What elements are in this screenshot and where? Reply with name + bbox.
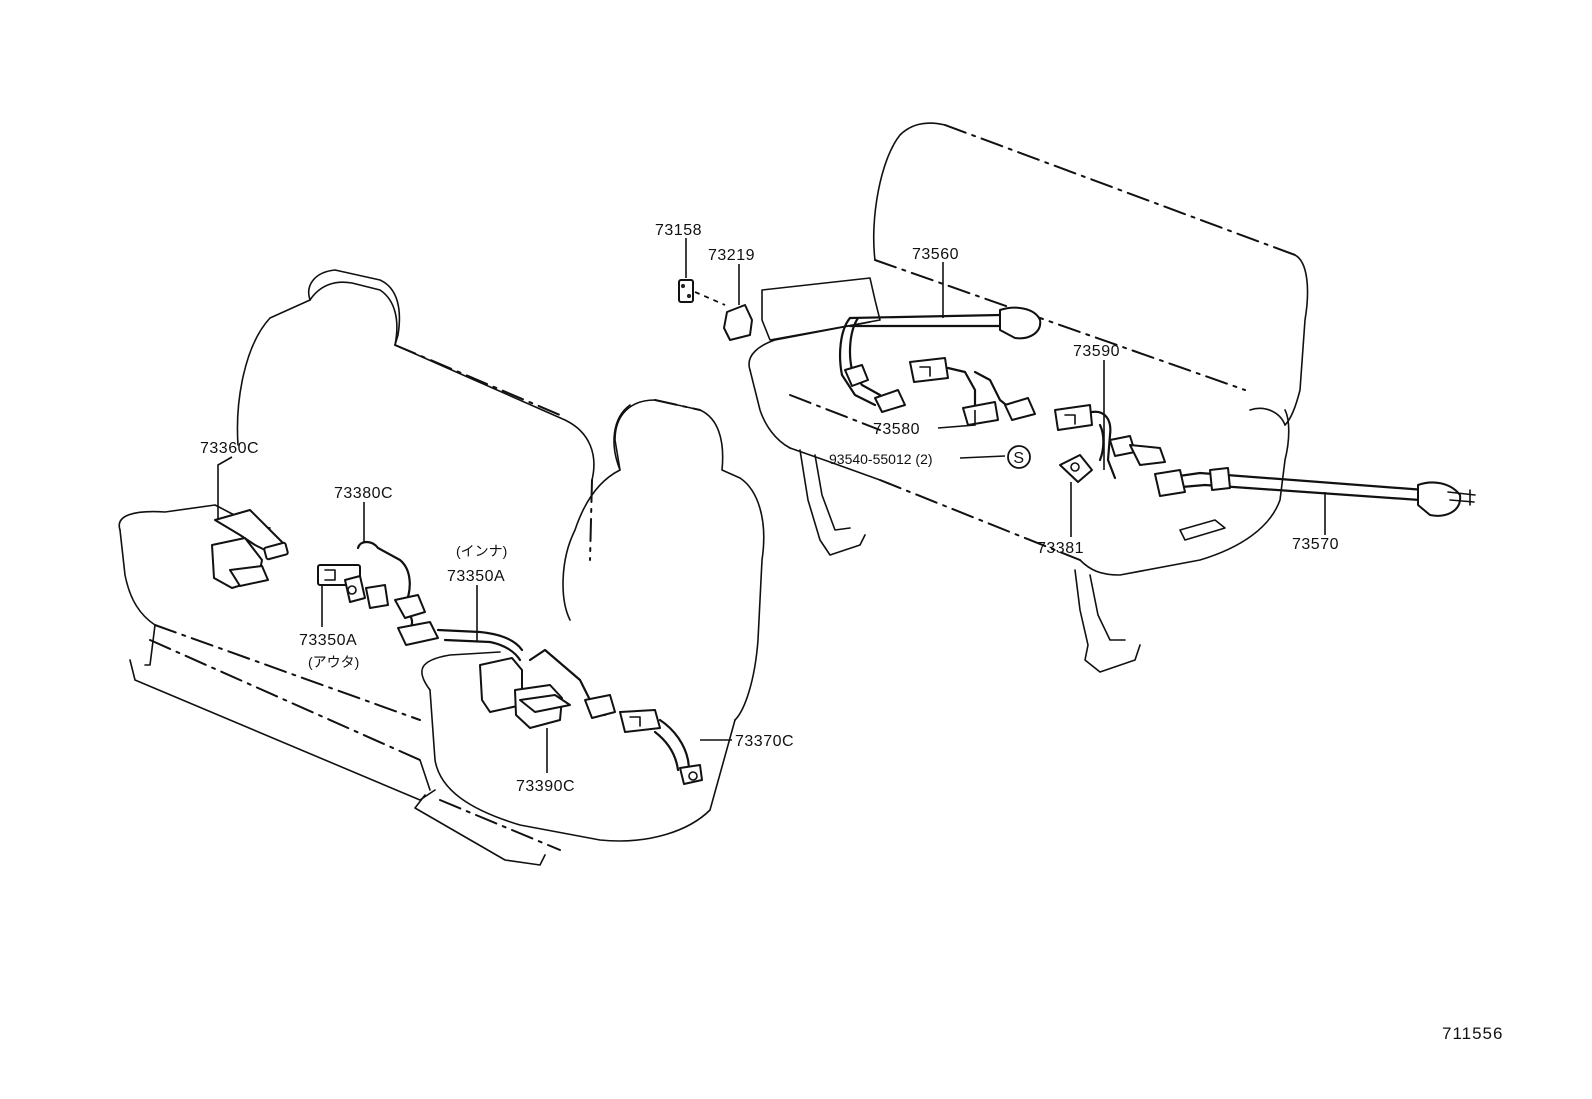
diagram-code: 711556 [1442, 1024, 1503, 1043]
label-73219: 73219 [708, 247, 755, 264]
part-73219-cover [723, 304, 753, 341]
right-belt-hardware [678, 279, 1476, 517]
label-inner-note: (インナ) [456, 543, 507, 559]
label-73350a-outer: 73350A [299, 632, 357, 649]
label-73380c: 73380C [334, 485, 393, 502]
label-73560: 73560 [912, 246, 959, 263]
label-93540-55012: 93540-55012 (2) [829, 451, 933, 467]
label-73370c: 73370C [735, 733, 794, 750]
label-73350a-inner: 73350A [447, 568, 505, 585]
front-single-seat [414, 399, 765, 866]
label-73570: 73570 [1292, 536, 1339, 553]
s-symbol: S [1007, 445, 1031, 469]
label-73360c: 73360C [200, 440, 259, 457]
left-belt-hardware [211, 509, 703, 785]
label-73590: 73590 [1073, 343, 1120, 360]
label-73580: 73580 [873, 421, 920, 438]
label-73390c: 73390C [516, 778, 575, 795]
rear-bench-seat [748, 122, 1309, 673]
label-outer-note: (アウタ) [308, 654, 359, 670]
part-73158-plate [678, 279, 694, 303]
label-73158: 73158 [655, 222, 702, 239]
leader-lines [217, 238, 1326, 773]
part-labels: 73158 73219 73560 73590 73580 93540-5501… [200, 222, 1503, 1043]
label-73381: 73381 [1037, 540, 1084, 557]
s-symbol-text: S [1013, 450, 1024, 467]
